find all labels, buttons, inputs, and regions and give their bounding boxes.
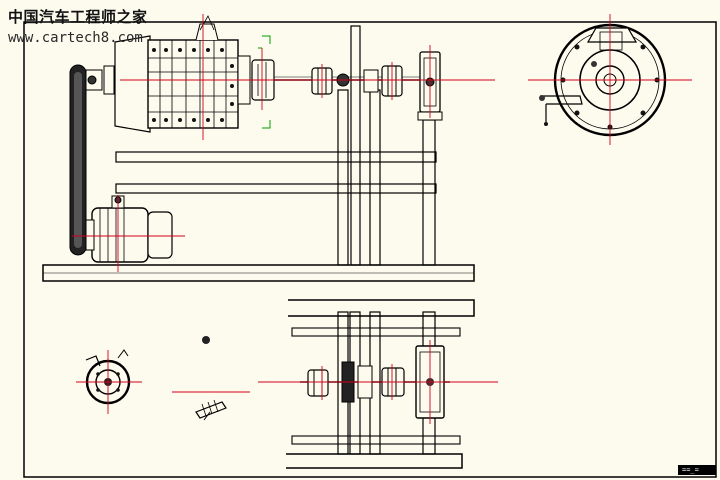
side-housing-top (586, 27, 638, 43)
plan-cross-rail-upper (291, 327, 461, 337)
gearbox-bolts (152, 48, 234, 122)
bell-housing (114, 35, 151, 133)
plan-cross-rail-lower (291, 435, 461, 445)
detail-flange-view (85, 349, 131, 405)
annotation-brackets (258, 35, 271, 129)
title-block-text: ==_= (682, 466, 699, 474)
watermark-url: www.cartech8.com (8, 30, 143, 46)
centerlines (72, 14, 692, 424)
drawing-border (23, 21, 717, 478)
frame-rail-lower (115, 183, 437, 194)
plan-frame-top (288, 299, 475, 317)
plan-frame-bottom (286, 453, 463, 469)
detail-spring-part (195, 399, 227, 421)
title-block: ==_= (678, 465, 716, 475)
vertical-post-left (337, 89, 349, 266)
side-lever (540, 95, 583, 105)
front-view (42, 15, 475, 282)
gearbox-housing (147, 39, 239, 129)
frame-rail-upper (115, 151, 437, 163)
plan-view (286, 299, 475, 469)
vertical-post-right (369, 89, 381, 266)
motor-end-cap (147, 211, 173, 259)
watermark-site-name: 中国汽车工程师之家 (8, 8, 148, 26)
shift-tower (195, 23, 219, 41)
detail-marker-dot (202, 336, 210, 344)
gearbox-ribs (148, 40, 238, 128)
shaft-coupling-2 (363, 69, 379, 93)
vertical-post-tall (350, 25, 361, 266)
